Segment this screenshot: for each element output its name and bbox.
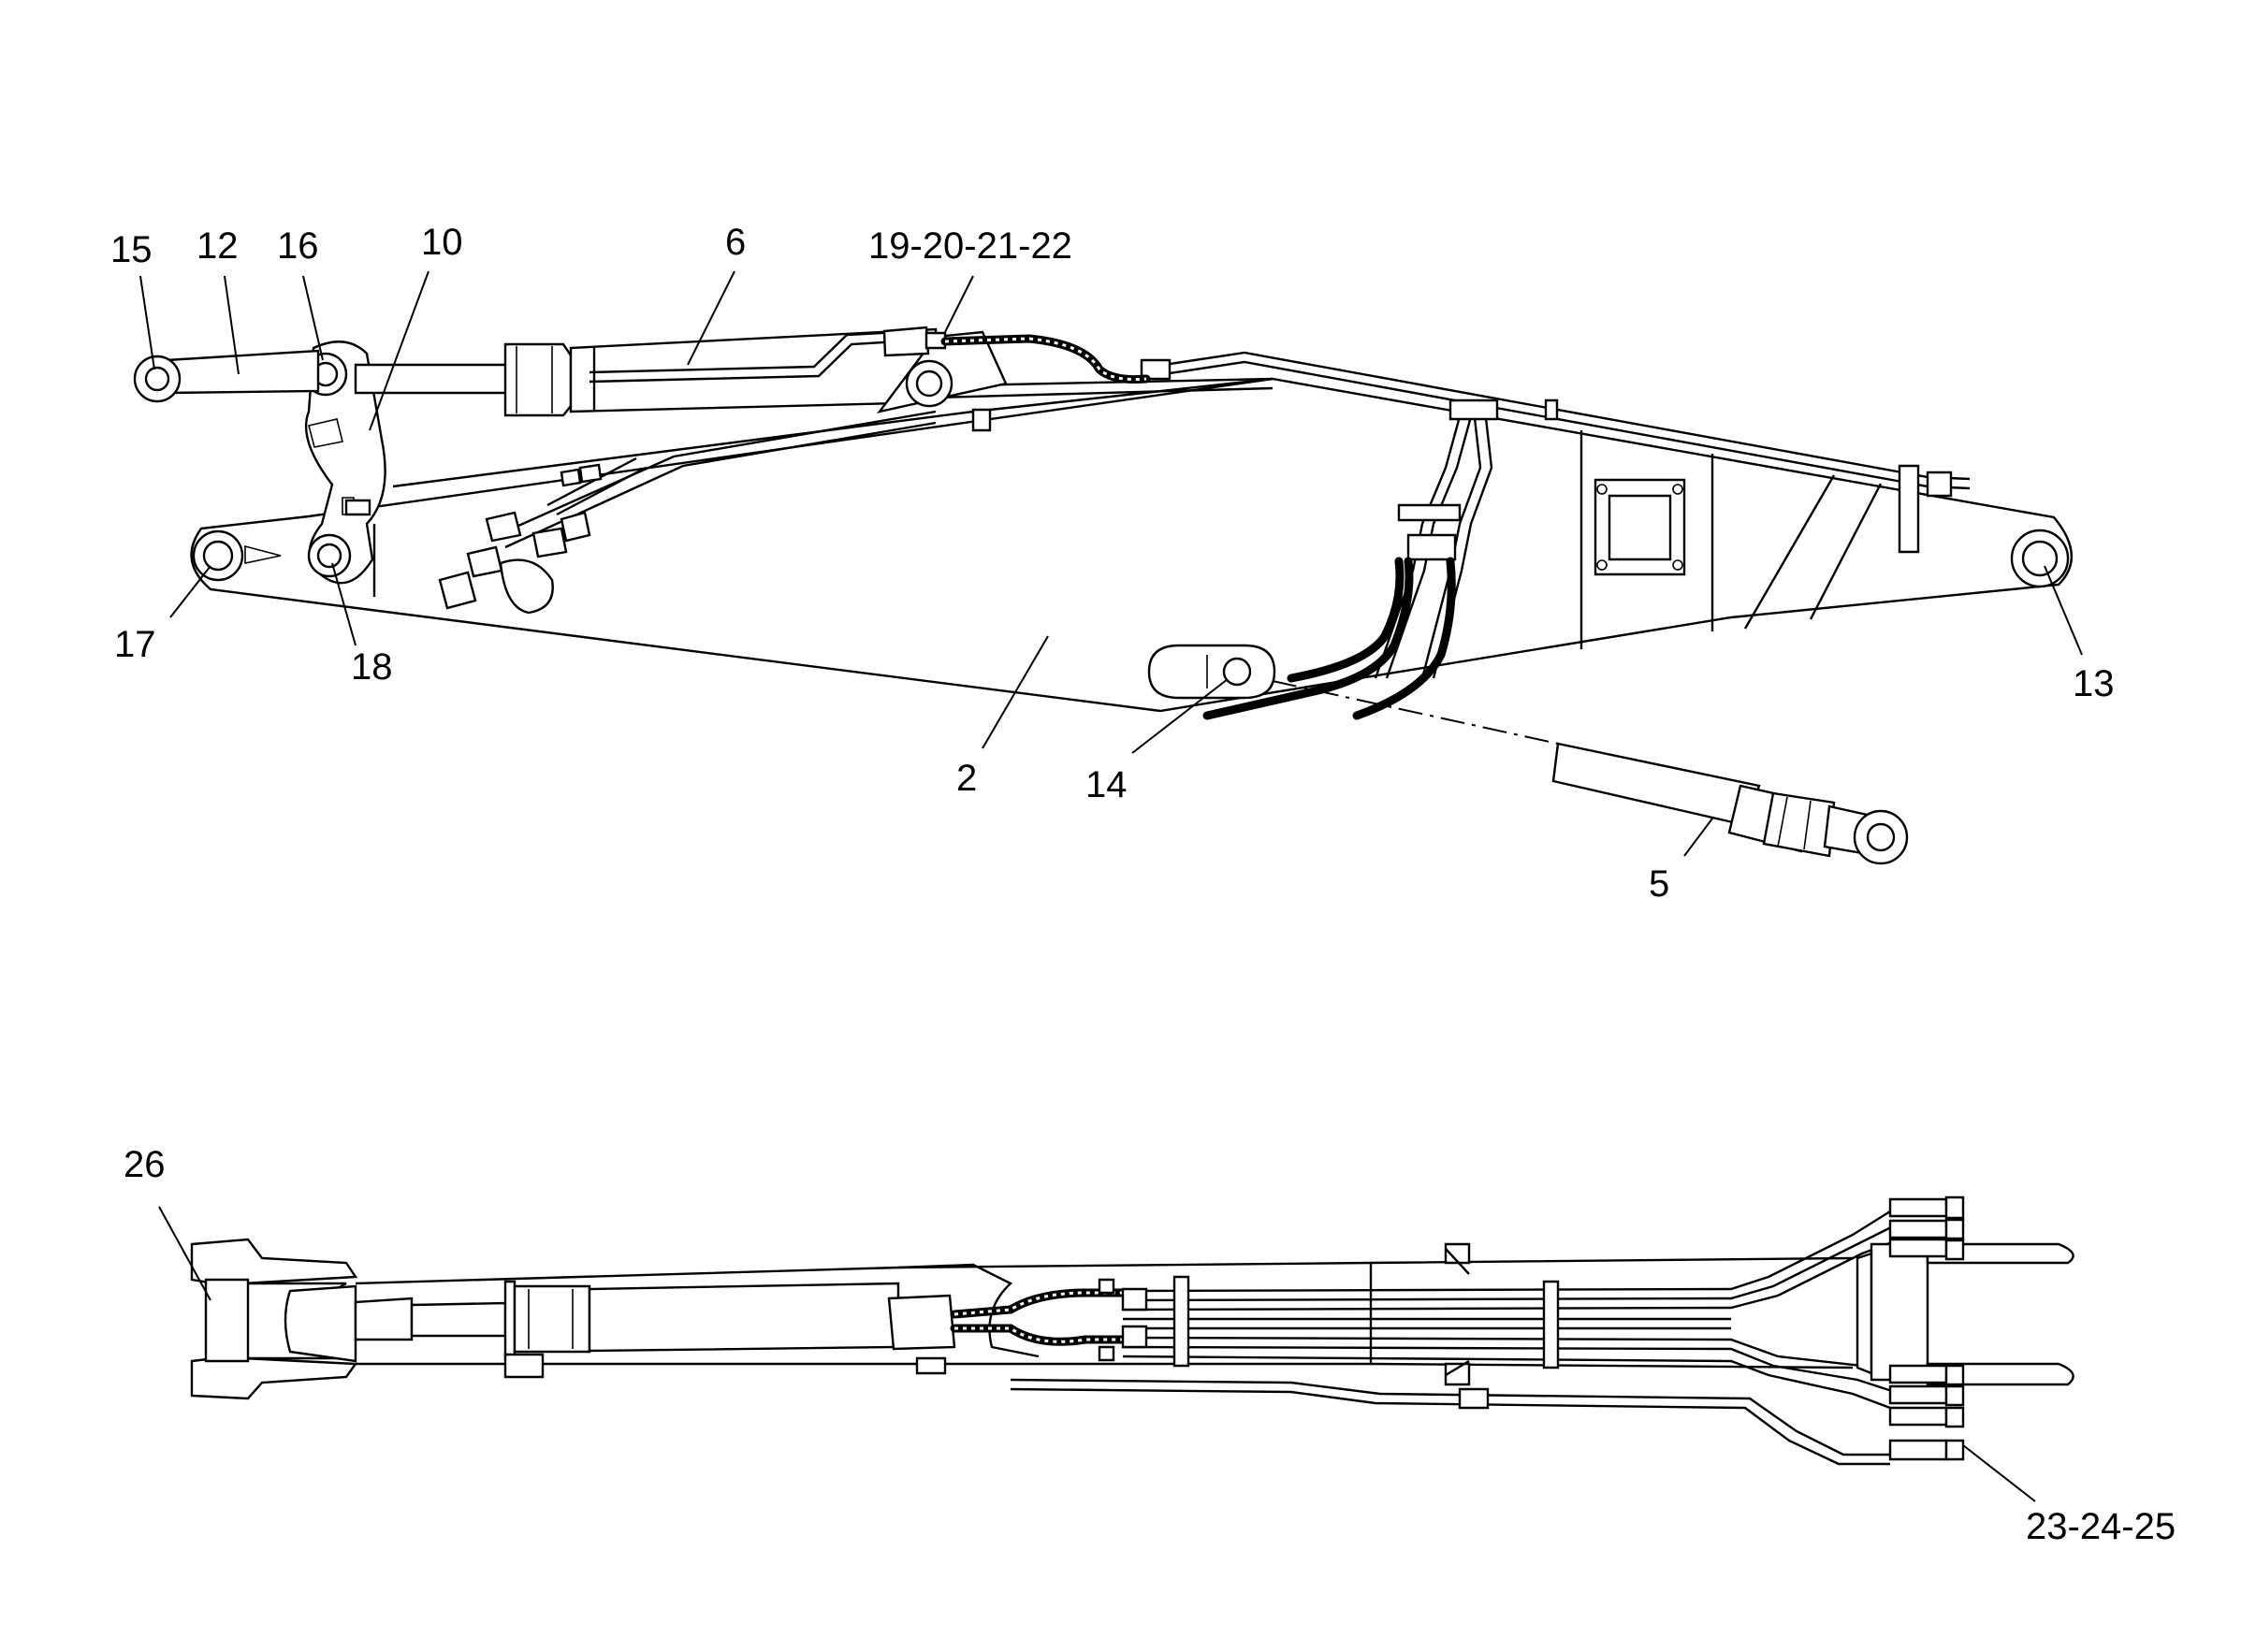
callout-17: 17	[114, 624, 156, 665]
callout-15: 15	[110, 229, 153, 270]
top-view: 26 23-24-25	[124, 1144, 2176, 1547]
callout-13: 13	[2073, 663, 2115, 704]
callout-14: 14	[1085, 764, 1128, 805]
boom-body	[190, 377, 2073, 713]
side-view-leaders	[139, 270, 2083, 857]
boom-head	[190, 1238, 507, 1400]
boom-foot	[1856, 1196, 2074, 1461]
link-plate	[303, 341, 386, 585]
callout-6: 6	[725, 222, 746, 263]
callout-2: 2	[956, 758, 977, 799]
hydraulic-hoses	[940, 334, 1456, 720]
bucket-cylinder	[354, 327, 938, 417]
boom-body-top	[355, 1256, 1854, 1379]
callout-10: 10	[421, 222, 463, 263]
callout-16: 16	[277, 225, 319, 267]
callout-26: 26	[124, 1144, 166, 1185]
connecting-rod	[133, 349, 320, 403]
side-view-callouts: 15 12 16 10 6 19-20-21-22 17 18 2 14 13 …	[110, 222, 2115, 905]
arm-cylinder	[1272, 680, 1909, 865]
callout-12: 12	[196, 225, 239, 267]
top-view-leaders	[158, 1206, 2036, 1502]
fittings-cluster	[344, 463, 603, 615]
top-view-hoses	[950, 1288, 1128, 1346]
callout-23-24-25: 23-24-25	[2026, 1506, 2176, 1547]
callout-18: 18	[351, 646, 393, 688]
callout-19-20-21-22: 19-20-21-22	[868, 225, 1072, 267]
top-view-pipes	[1010, 1210, 1900, 1466]
top-view-callouts: 26 23-24-25	[124, 1144, 2176, 1547]
callout-5: 5	[1649, 863, 1669, 905]
side-view: 15 12 16 10 6 19-20-21-22 17 18 2 14 13 …	[110, 222, 2115, 905]
